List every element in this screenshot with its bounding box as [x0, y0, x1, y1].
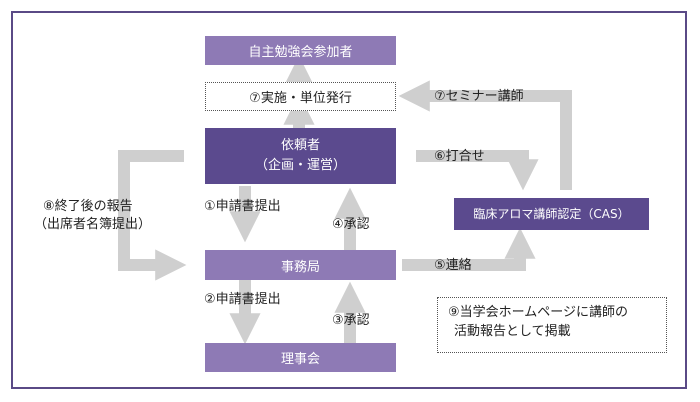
cas-label: 臨床アロマ講師認定（CAS） [473, 207, 630, 221]
website-note-line2: 活動報告として掲載 [454, 324, 571, 339]
secretariat-label: 事務局 [280, 259, 320, 275]
label-application-1: ①申請書提出 [204, 199, 281, 214]
requester-label: 依頼者 [280, 138, 320, 153]
label-report-line2: （出席者名簿提出） [34, 217, 152, 232]
diagram-frame [11, 11, 687, 389]
secretariat-box: 事務局 [205, 250, 396, 280]
requester-sublabel: （企画・運営） [254, 158, 346, 173]
label-approval-4: ④承認 [332, 217, 370, 232]
arrow-cas-to-implementation [398, 80, 572, 190]
implementation-label: ⑦実施・単位発行 [249, 91, 352, 106]
participants-box: 自主勉強会参加者 [205, 36, 396, 65]
arrow-contact-to-cas [402, 227, 536, 271]
arrow-meeting-to-cas [416, 150, 539, 191]
board-box: 理事会 [205, 343, 396, 372]
label-application-2: ②申請書提出 [204, 292, 281, 307]
board-label: 理事会 [280, 352, 320, 367]
cas-box: 臨床アロマ講師認定（CAS） [454, 198, 649, 230]
label-approval-3: ③承認 [332, 313, 370, 328]
label-contact: ⑤連絡 [434, 258, 472, 273]
label-seminar-lecturer: ⑦セミナー講師 [434, 89, 524, 104]
implementation-box: ⑦実施・単位発行 [205, 82, 396, 111]
website-note: ⑨当学会ホームページに講師の 活動報告として掲載 [437, 297, 667, 353]
label-meeting: ⑥打合せ [434, 149, 485, 164]
requester-box: 依頼者 （企画・運営） [205, 128, 396, 184]
participants-label: 自主勉強会参加者 [248, 45, 353, 60]
arrow-report [118, 150, 187, 281]
label-report-line1: ⑧終了後の報告 [43, 199, 133, 214]
website-note-line1: ⑨当学会ホームページに講師の [448, 305, 629, 320]
